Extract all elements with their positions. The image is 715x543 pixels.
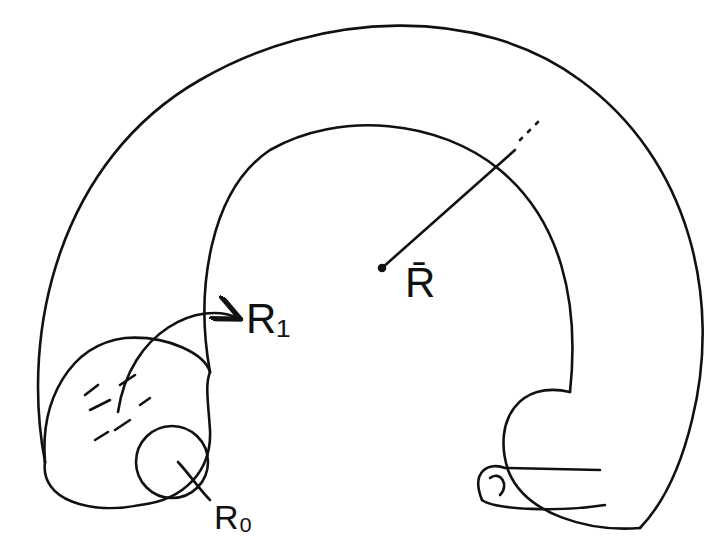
dimension-label: R₁ bbox=[246, 298, 291, 340]
right-inner-tube-end bbox=[490, 476, 504, 495]
leader-line bbox=[118, 313, 238, 412]
inner-surface bbox=[205, 125, 573, 392]
right-inner-tube bbox=[478, 466, 600, 500]
leader-line bbox=[178, 462, 210, 500]
left-cross-section-top bbox=[44, 338, 210, 462]
dimension-label: R̄ bbox=[405, 262, 435, 304]
continuation-dots bbox=[520, 122, 538, 140]
right-inner-tube bbox=[482, 500, 605, 509]
center-point bbox=[379, 265, 385, 271]
outer-surface bbox=[38, 26, 703, 528]
left-cross-section bbox=[45, 372, 210, 508]
radius-line bbox=[382, 150, 515, 268]
dimension-label: R₀ bbox=[214, 500, 253, 534]
